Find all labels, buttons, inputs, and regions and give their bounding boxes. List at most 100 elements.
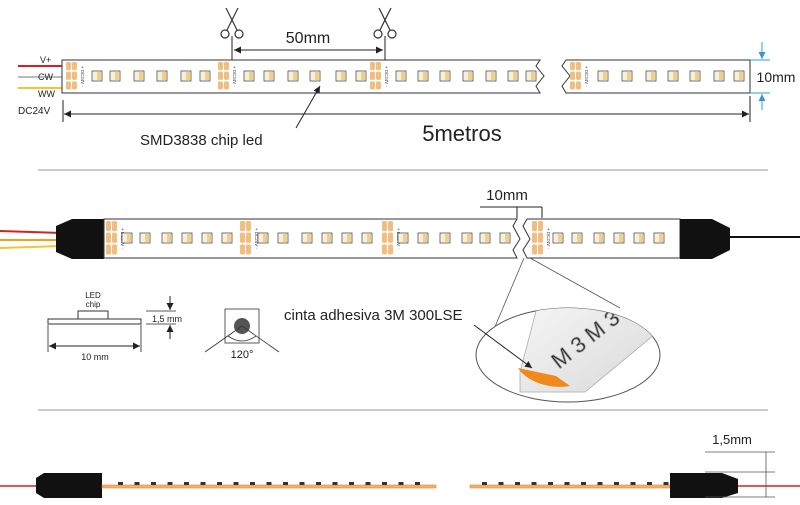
led-cool-half (554, 234, 558, 242)
side-chip (415, 482, 420, 485)
side-chip (332, 482, 338, 485)
adhesive-backing-orange (518, 368, 570, 387)
side-chip (663, 482, 669, 485)
side-thickness-label: 1,5mm (712, 432, 752, 447)
solder-pad (538, 232, 543, 243)
led-warm-half (599, 234, 603, 242)
led-cool-half (158, 72, 162, 80)
wire-label-ww: WW (38, 89, 55, 99)
solder-pad (246, 244, 251, 255)
side-chip (299, 482, 305, 485)
side-chip (482, 482, 487, 485)
side-chip (581, 482, 586, 485)
led-cool-half (265, 72, 269, 80)
solder-pad (370, 81, 375, 90)
led-cool-half (203, 234, 207, 242)
led-warm-half (145, 234, 149, 242)
led-warm-half (659, 234, 663, 242)
led-cool-half (647, 72, 651, 80)
solder-pad (112, 244, 117, 255)
led-cool-half (279, 234, 283, 242)
solder-pad (382, 232, 387, 243)
pad-marking: + DC24V - (584, 66, 589, 88)
solder-pad (72, 71, 77, 80)
side-chip (614, 482, 619, 485)
led-warm-half (719, 72, 723, 80)
led-cool-half (399, 234, 403, 242)
wire-yellow (0, 245, 63, 249)
length-label: 5metros (422, 121, 501, 146)
solder-pad (376, 81, 381, 90)
cut-spacing-label: 50mm (286, 30, 330, 47)
led-cool-half (615, 234, 619, 242)
side-chip (531, 482, 537, 485)
solder-pad (112, 221, 117, 232)
side-chip (498, 482, 504, 485)
led-cool-half (595, 234, 599, 242)
led-cool-half (441, 234, 445, 242)
led-cool-half (481, 234, 485, 242)
led-warm-half (627, 72, 631, 80)
led-warm-half (468, 72, 472, 80)
led-cool-half (655, 234, 659, 242)
led-cool-half (123, 234, 127, 242)
led-warm-half (167, 234, 171, 242)
led-warm-half (347, 234, 351, 242)
scissors-handle (387, 29, 397, 39)
solder-pad (112, 232, 117, 243)
led-cool-half (573, 234, 577, 242)
led-warm-half (577, 234, 581, 242)
beam-angle-right (241, 325, 280, 353)
side-chip (200, 482, 206, 485)
scissors-blade (226, 7, 239, 31)
side-chip (217, 482, 222, 485)
led-cool-half (487, 72, 491, 80)
led-warm-half (423, 72, 427, 80)
solder-pad (106, 244, 111, 255)
scissors-blade (378, 7, 391, 31)
side-chip (167, 482, 173, 485)
led-warm-half (249, 72, 253, 80)
side-chip (515, 482, 520, 485)
wire-label-cw: CW (38, 72, 53, 82)
led-cool-half (363, 234, 367, 242)
scissors-icon (373, 7, 397, 39)
led-cool-half (183, 234, 187, 242)
profile-width-label: 10 mm (81, 352, 109, 362)
led-cool-half (111, 72, 115, 80)
mid-strip-chips: + DC24V -+ DC24V -+ DC24V -+ DC24V - (106, 221, 665, 255)
led-cool-half (509, 72, 513, 80)
side-chip (647, 482, 652, 485)
chip-pointer (295, 85, 321, 129)
led-warm-half (186, 72, 190, 80)
led-warm-half (307, 234, 311, 242)
led-warm-half (97, 72, 101, 80)
solder-pad (66, 62, 71, 71)
solder-pad (106, 221, 111, 232)
gap-width-label: 10mm (486, 187, 528, 204)
side-chip (398, 482, 404, 485)
led-warm-half (485, 234, 489, 242)
led-warm-half (263, 234, 267, 242)
led-warm-half (739, 72, 743, 80)
side-chip (365, 482, 371, 485)
led-warm-half (423, 234, 427, 242)
scissors-handle (220, 29, 230, 39)
beam-angle-left (204, 325, 243, 353)
led-cool-half (337, 72, 341, 80)
led-warm-half (445, 72, 449, 80)
solder-pad (388, 232, 393, 243)
led-cool-half (419, 234, 423, 242)
adhesive-detail-zoom: M 3 M 3 (475, 307, 661, 403)
solder-pad (576, 71, 581, 80)
led-warm-half (403, 234, 407, 242)
side-chip (233, 482, 239, 485)
voltage-label: DC24V (18, 106, 51, 117)
profile-led-chip (77, 310, 109, 320)
right-end-cap (680, 219, 730, 259)
side-right-cap (670, 473, 738, 498)
led-warm-half (361, 72, 365, 80)
adhesive-tape (519, 308, 660, 393)
led-warm-half (467, 234, 471, 242)
